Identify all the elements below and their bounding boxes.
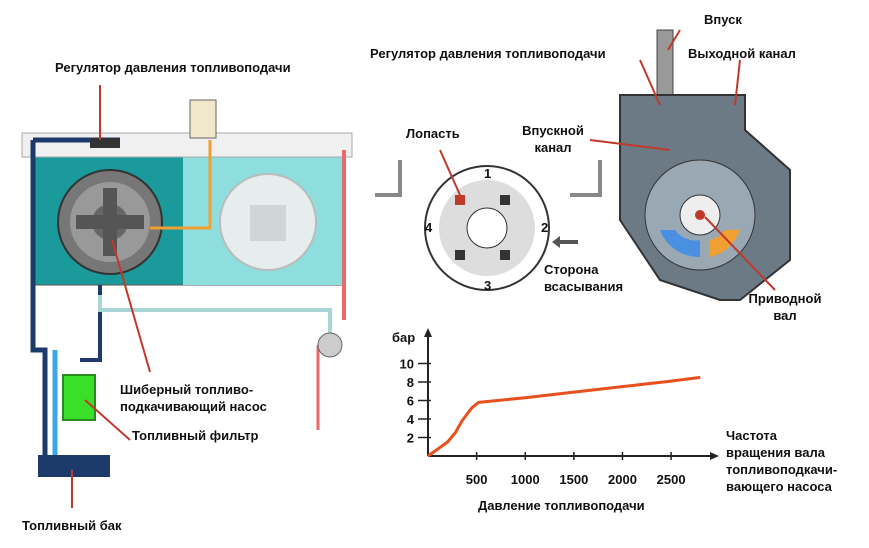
pump-label-line2: подкачивающий насос: [120, 399, 267, 414]
filter-label: Топливный фильтр: [132, 428, 259, 443]
x-tick-label: 500: [466, 472, 488, 487]
drive-shaft-line1: Приводной: [748, 291, 822, 306]
x-tick-label: 2000: [608, 472, 637, 487]
chart-xlabel-line1: Частота: [726, 428, 778, 443]
chart-caption: Давление топливоподачи: [478, 498, 645, 513]
y-tick-label: 6: [407, 394, 414, 409]
chamber-number-4: 4: [425, 220, 433, 235]
tank-label: Топливный бак: [22, 518, 122, 533]
y-tick-label: 8: [407, 375, 414, 390]
x-axis-arrow: [710, 452, 719, 460]
inlet-channel-line2: канал: [534, 140, 572, 155]
suction-label-line1: Сторона: [544, 262, 599, 277]
pressure-curve: [427, 375, 701, 458]
pump-label-line1: Шиберный топливо-: [120, 382, 254, 397]
y-axis-arrow: [424, 328, 432, 337]
regulator-label-left: Регулятор давления топливоподачи: [55, 60, 291, 75]
chamber-number-3: 3: [484, 278, 491, 293]
x-tick-label: 1000: [511, 472, 540, 487]
chamber-number-2: 2: [541, 220, 548, 235]
y-tick-label: 4: [407, 412, 415, 427]
chart-xlabel-line2: вращения вала: [726, 445, 825, 460]
inlet-label: Впуск: [704, 12, 742, 27]
x-tick-label: 1500: [559, 472, 588, 487]
suction-label-line2: всасывания: [544, 279, 624, 294]
chart-ylabel: бар: [392, 330, 416, 345]
chart-xlabel-line3: топливоподкачи-: [726, 462, 838, 477]
y-tick-label: 2: [407, 431, 414, 446]
x-tick-label: 2500: [657, 472, 686, 487]
regulator-label-right: Регулятор давления топливоподачи: [370, 46, 606, 61]
inlet-channel-line1: Впускной: [522, 123, 584, 138]
chamber-number-1: 1: [484, 166, 491, 181]
outlet-channel-label: Выходной канал: [688, 46, 796, 61]
drive-shaft-line2: вал: [773, 308, 797, 323]
blade-label: Лопасть: [406, 126, 460, 141]
chart-xlabel-line4: вающего насоса: [726, 479, 832, 494]
y-tick-label: 10: [400, 357, 414, 372]
